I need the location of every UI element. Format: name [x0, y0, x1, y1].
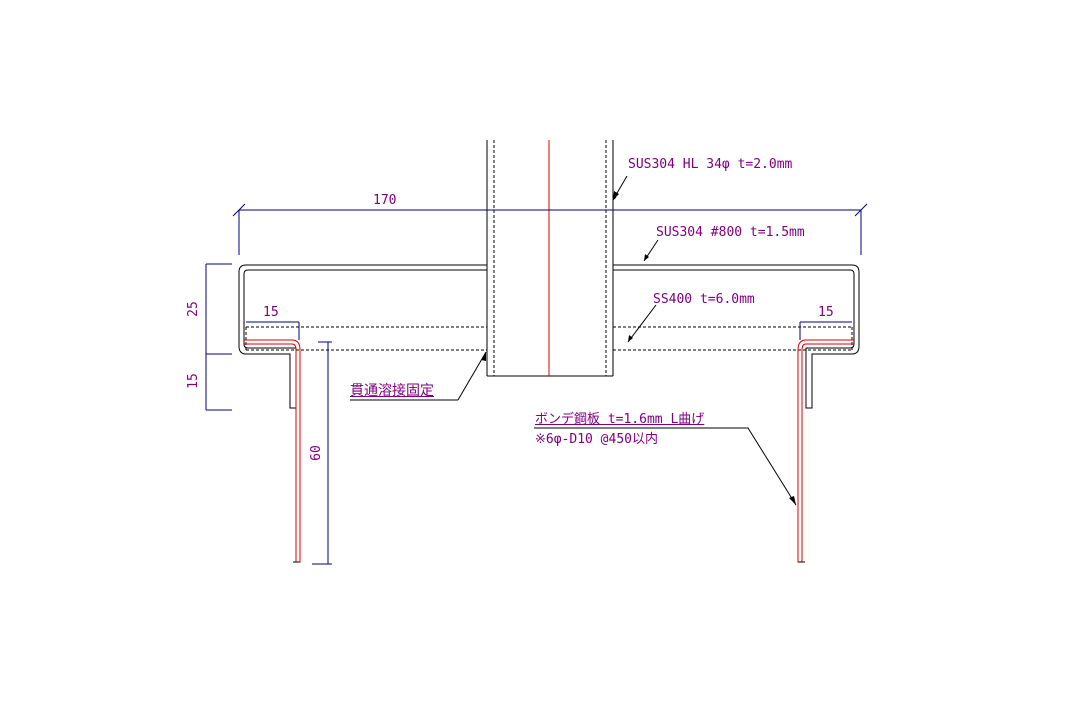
dimension-flange-left: 15	[263, 305, 279, 320]
label-weld: 貫通溶接固定	[350, 383, 434, 399]
dimension-width: 170	[373, 193, 397, 208]
label-plate: SS400 t=6.0mm	[653, 292, 755, 307]
dimension-flange-right: 15	[818, 305, 834, 320]
pipe	[486, 140, 614, 377]
pipe-hidden-walls	[493, 140, 607, 376]
label-cover: SUS304 #800 t=1.5mm	[656, 225, 805, 240]
dimension-leg-length: 60	[308, 445, 324, 461]
dimension-height-top: 25	[185, 301, 201, 317]
label-bonde-line2: ※6φ-D10 @450以内	[535, 432, 658, 447]
cover-outline	[238, 264, 860, 409]
dimension-height-bottom: 15	[185, 373, 201, 389]
plate-hidden-lines	[245, 326, 853, 351]
leader-arrows	[481, 191, 796, 505]
dimension-lines	[205, 203, 868, 565]
label-bonde-line1: ボンデ鋼板 t=1.6mm L曲げ	[535, 412, 705, 427]
label-pipe: SUS304 HL 34φ t=2.0mm	[628, 157, 793, 172]
